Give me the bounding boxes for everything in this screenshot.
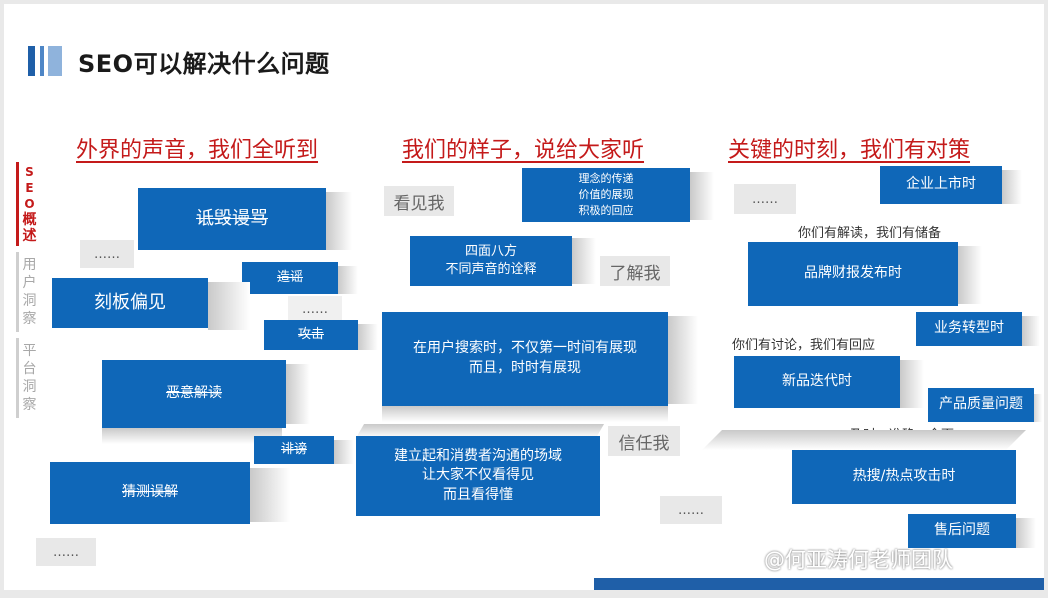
box-shadow: [1032, 394, 1042, 422]
product-iteration-box: 新品迭代时: [734, 356, 900, 408]
box-shadow: [1016, 518, 1036, 548]
box-shadow: [1002, 170, 1022, 204]
title-accent-bar-light: [48, 46, 62, 76]
search-presence-box: 在用户搜索时，不仅第一时间有展现 而且，时时有展现: [382, 312, 668, 406]
defamation-box: 诽谤: [254, 436, 334, 464]
business-transform-box: 业务转型时: [916, 312, 1022, 346]
title-accent-bar-thin: [40, 46, 44, 76]
box-shadow: [326, 192, 352, 250]
right-column-heading: 关键的时刻，我们有对策: [728, 138, 971, 163]
left-column-heading: 外界的声音，我们全听到: [76, 138, 319, 163]
box-shadow: [208, 282, 250, 330]
slander-box: 诋毁谩骂: [138, 188, 326, 250]
box-shadow: [572, 238, 596, 284]
interpretation-box: 四面八方 不同声音的诠释: [410, 236, 572, 286]
left-ellipsis-3: ……: [36, 538, 96, 566]
right-ellipsis: ……: [734, 184, 796, 214]
box-shadow: [358, 324, 378, 350]
trust-me-label: 信任我: [608, 426, 680, 456]
box-shadow: [250, 468, 290, 522]
sidebar-item-user-insight[interactable]: 用户洞察: [16, 252, 40, 332]
ipo-box: 企业上市时: [880, 166, 1002, 204]
left-ellipsis-1: ……: [80, 240, 134, 268]
box-shadow: [900, 360, 924, 408]
after-sales-box: 售后问题: [908, 514, 1016, 548]
sidebar-item-platform-insight[interactable]: 平台洞察: [16, 338, 40, 418]
stereotype-box: 刻板偏见: [52, 278, 208, 328]
values-box: 理念的传递 价值的展现 积极的回应: [522, 168, 690, 222]
footer-accent-strip: [594, 578, 1044, 590]
communication-box: 建立起和消费者沟通的场域 让大家不仅看得见 而且看得懂: [356, 436, 600, 516]
hot-search-box: 热搜/热点攻击时: [792, 450, 1016, 504]
middle-ellipsis: ……: [660, 496, 722, 524]
malicious-reading-box: 恶意解读: [102, 360, 286, 428]
watermark-text: @何亚涛何老师团队: [764, 548, 953, 572]
know-me-label: 了解我: [600, 256, 670, 286]
box-shadow: [958, 246, 982, 304]
middle-column-heading: 我们的样子，说给大家听: [402, 138, 645, 163]
box-shadow: [1022, 316, 1040, 346]
box-shadow: [382, 406, 668, 422]
box-shadow: [334, 440, 354, 464]
box-shadow: [338, 266, 358, 294]
box-shadow: [102, 428, 282, 444]
note-response: 你们有讨论，我们有回应: [732, 338, 876, 353]
title-accent-bar-thick: [28, 46, 35, 76]
quality-issue-box: 产品质量问题: [928, 388, 1034, 422]
box-shadow: [668, 316, 698, 404]
earnings-release-box: 品牌财报发布时: [748, 242, 958, 306]
note-reserve: 你们有解读，我们有储备: [798, 226, 942, 241]
box-shadow: [690, 172, 714, 220]
misunderstanding-box: 猜测误解: [50, 462, 250, 524]
slide-title: SEO可以解决什么问题: [78, 50, 330, 78]
rumor-box: 造谣: [242, 262, 338, 294]
left-ellipsis-2: ……: [288, 296, 342, 322]
box-shadow: [286, 364, 310, 424]
box-shadow: [702, 430, 1026, 450]
see-me-label: 看见我: [384, 186, 454, 216]
attack-box: 攻击: [264, 320, 358, 350]
